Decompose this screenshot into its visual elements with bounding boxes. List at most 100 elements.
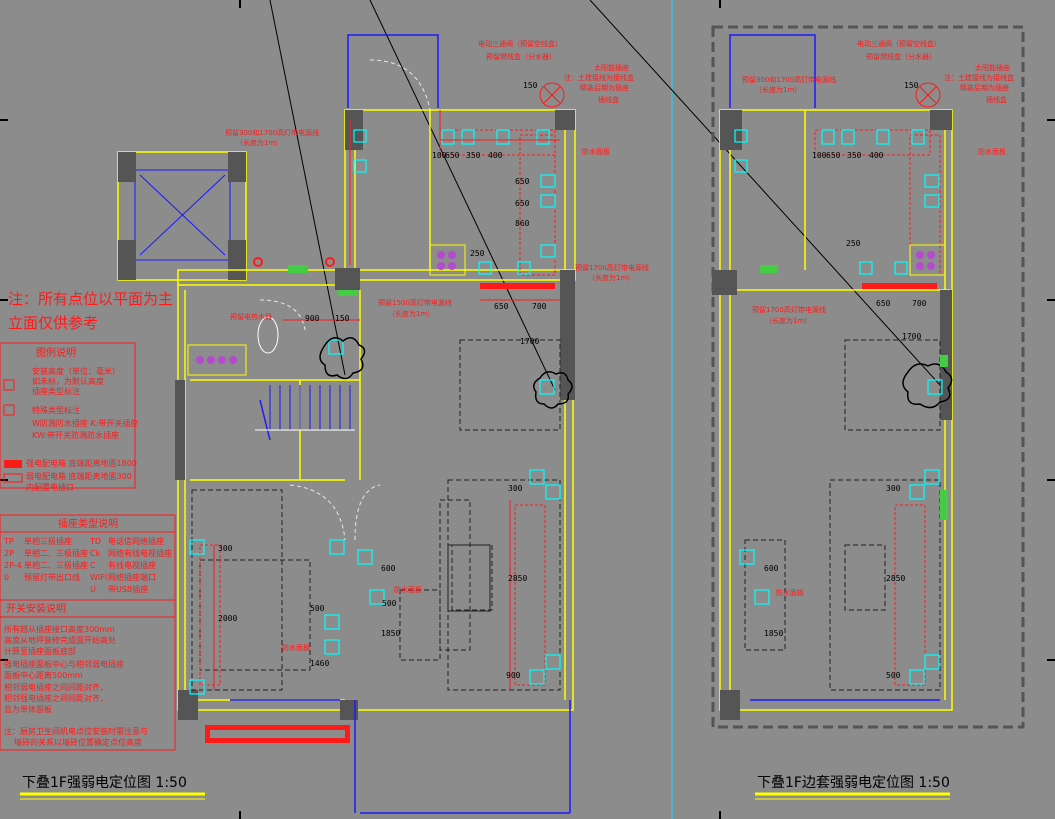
annotation: 精装后期为插座: [580, 84, 629, 92]
dimension: 150: [904, 81, 919, 90]
dimension: 350: [847, 151, 862, 160]
dimension: 500: [886, 671, 901, 680]
socket-code: 0: [4, 573, 10, 582]
legend-item: 内配置电插口: [26, 483, 74, 492]
dimension: 650: [494, 302, 509, 311]
dimension: 1850: [381, 629, 401, 638]
socket-code: C: [90, 561, 96, 570]
socket-desc: 网络有线电视插座: [108, 549, 172, 558]
dimension: 1700: [902, 332, 922, 341]
annotation: 预留1500高灯带电源线: [378, 299, 452, 307]
socket-code: U: [90, 585, 96, 594]
legend-item: 安装高度（单位：毫米）: [32, 367, 120, 376]
dimension: 650: [515, 177, 530, 186]
socket-desc: 有线电视插座: [108, 561, 156, 570]
dimension: 100: [432, 151, 447, 160]
socket-desc: 单相二、三极插座: [24, 561, 88, 570]
right-plan: [711, 25, 1025, 729]
annotation: 注：土建接线为接线盒: [564, 74, 634, 82]
dimension: 600: [381, 564, 396, 573]
dimension: 2850: [508, 574, 528, 583]
socket-desc: 预留灯带出口线: [24, 573, 80, 582]
annotation: 电动三通阀（预留空线盒）: [478, 40, 562, 48]
dimension: 600: [764, 564, 779, 573]
switch-note: 强电插座面板中心与相邻弱电插座: [4, 660, 124, 669]
dimension: 900: [506, 671, 521, 680]
socket-desc: 电话信网络插座: [108, 537, 164, 546]
switch-note: 相邻强电插座之间间距对齐，: [4, 694, 108, 703]
socket-desc: 带USB插座: [108, 585, 149, 594]
socket-desc: 单相二、三极插座: [24, 549, 88, 558]
note-line-1: 注：所有点位以平面为主: [8, 290, 174, 308]
switch-notes-title: 开关安装说明: [6, 604, 66, 615]
socket-code: 2P-4: [4, 561, 22, 570]
annotation: 精装后期为插座: [960, 84, 1009, 92]
annotation: 插线盒: [598, 96, 619, 104]
dimension: 650: [876, 299, 891, 308]
switch-note: 计算至插座面板底部: [4, 647, 76, 656]
annotation: 防水面板: [394, 586, 422, 594]
socket-code: 2P: [4, 549, 14, 558]
switch-note: 高度从地坪装修完成面开始高处: [4, 636, 116, 645]
dimension: 1850: [764, 629, 784, 638]
annotation: 太阳能插座: [975, 64, 1010, 72]
legend-item: 如未标，为默认高度: [32, 377, 104, 386]
annotation: 防水面板: [776, 589, 804, 597]
dimension: 2000: [218, 614, 238, 623]
dimension: 1700: [520, 337, 540, 346]
dimension: 860: [515, 219, 530, 228]
socket-code: TD: [90, 537, 102, 546]
dimension: 400: [488, 151, 503, 160]
legend-item: 插座类型标注: [32, 387, 80, 396]
socket-code: WIFI: [90, 573, 108, 582]
annotation: 预留300和1700高灯带电源线: [742, 76, 837, 84]
legend-item: W防溅防水插座 K:带开关插座: [32, 419, 139, 428]
annotation: 防水面板: [582, 148, 610, 156]
annotation: 预留1700高灯带电源线: [575, 264, 649, 272]
dimension: 250: [846, 239, 861, 248]
annotation: 防水面板: [978, 148, 1006, 156]
annotation: 注：土建接线为接线盒: [944, 74, 1014, 82]
dimension: 2850: [886, 574, 906, 583]
dimension: 300: [218, 544, 233, 553]
socket-code: TP: [4, 537, 14, 546]
dimension: 650: [445, 151, 460, 160]
annotation: （长度为1m）: [236, 139, 283, 147]
socket-desc: 单相三极插座: [24, 537, 72, 546]
annotation: 预留300和1700高灯带电源线: [225, 129, 320, 137]
annotation: （长度为1m）: [388, 310, 435, 318]
switch-footer: 墙砖的关系以墙砖位置确定点位高度: [14, 738, 142, 747]
dimension: 1460: [310, 659, 330, 668]
dimension: 350: [466, 151, 481, 160]
socket-types-title: 插座类型说明: [58, 519, 118, 530]
dimension: 150: [523, 81, 538, 90]
annotation: 插线盒: [986, 96, 1007, 104]
note-line-2: 立面仅供参考: [8, 314, 99, 332]
annotation: 预留1700高灯带电源线: [752, 306, 826, 314]
dimension: 250: [470, 249, 485, 258]
dimension: 100: [812, 151, 827, 160]
annotation: 预留燃线盒（分水器）: [486, 53, 556, 61]
annotation: 太阳能插座: [594, 64, 629, 72]
left-plan: [117, 34, 576, 814]
legend-item: KW:带开关防溅防水插座: [32, 431, 120, 440]
switch-note: 且为单体面板: [4, 705, 52, 714]
legend-title: 图例说明: [36, 348, 76, 359]
dimension: 500: [382, 599, 397, 608]
legend-item: 弱电配电箱 底端距离地面300: [26, 472, 132, 481]
annotation: （长度为1m）: [588, 274, 635, 282]
socket-desc: 网络插座端口: [108, 573, 156, 582]
dimension: 650: [515, 199, 530, 208]
switch-footer: 注：厨房卫生间机电点位安装时需注意与: [4, 727, 148, 736]
annotation: 电动三通阀（预留空线盒）: [857, 40, 941, 48]
dimension: 150: [335, 314, 350, 323]
annotation: 预留电热水器: [230, 313, 272, 321]
legend-item: 特殊类型标注: [32, 406, 80, 415]
dimension: 300: [886, 484, 901, 493]
switch-note: 相邻弱电插座之间间距对齐，: [4, 683, 108, 692]
right-plan-title: 下叠1F边套强弱电定位图 1:50: [757, 775, 950, 791]
legend-item: 强电配电箱 底端距离地面1800: [26, 459, 137, 468]
dimension: 500: [310, 604, 325, 613]
